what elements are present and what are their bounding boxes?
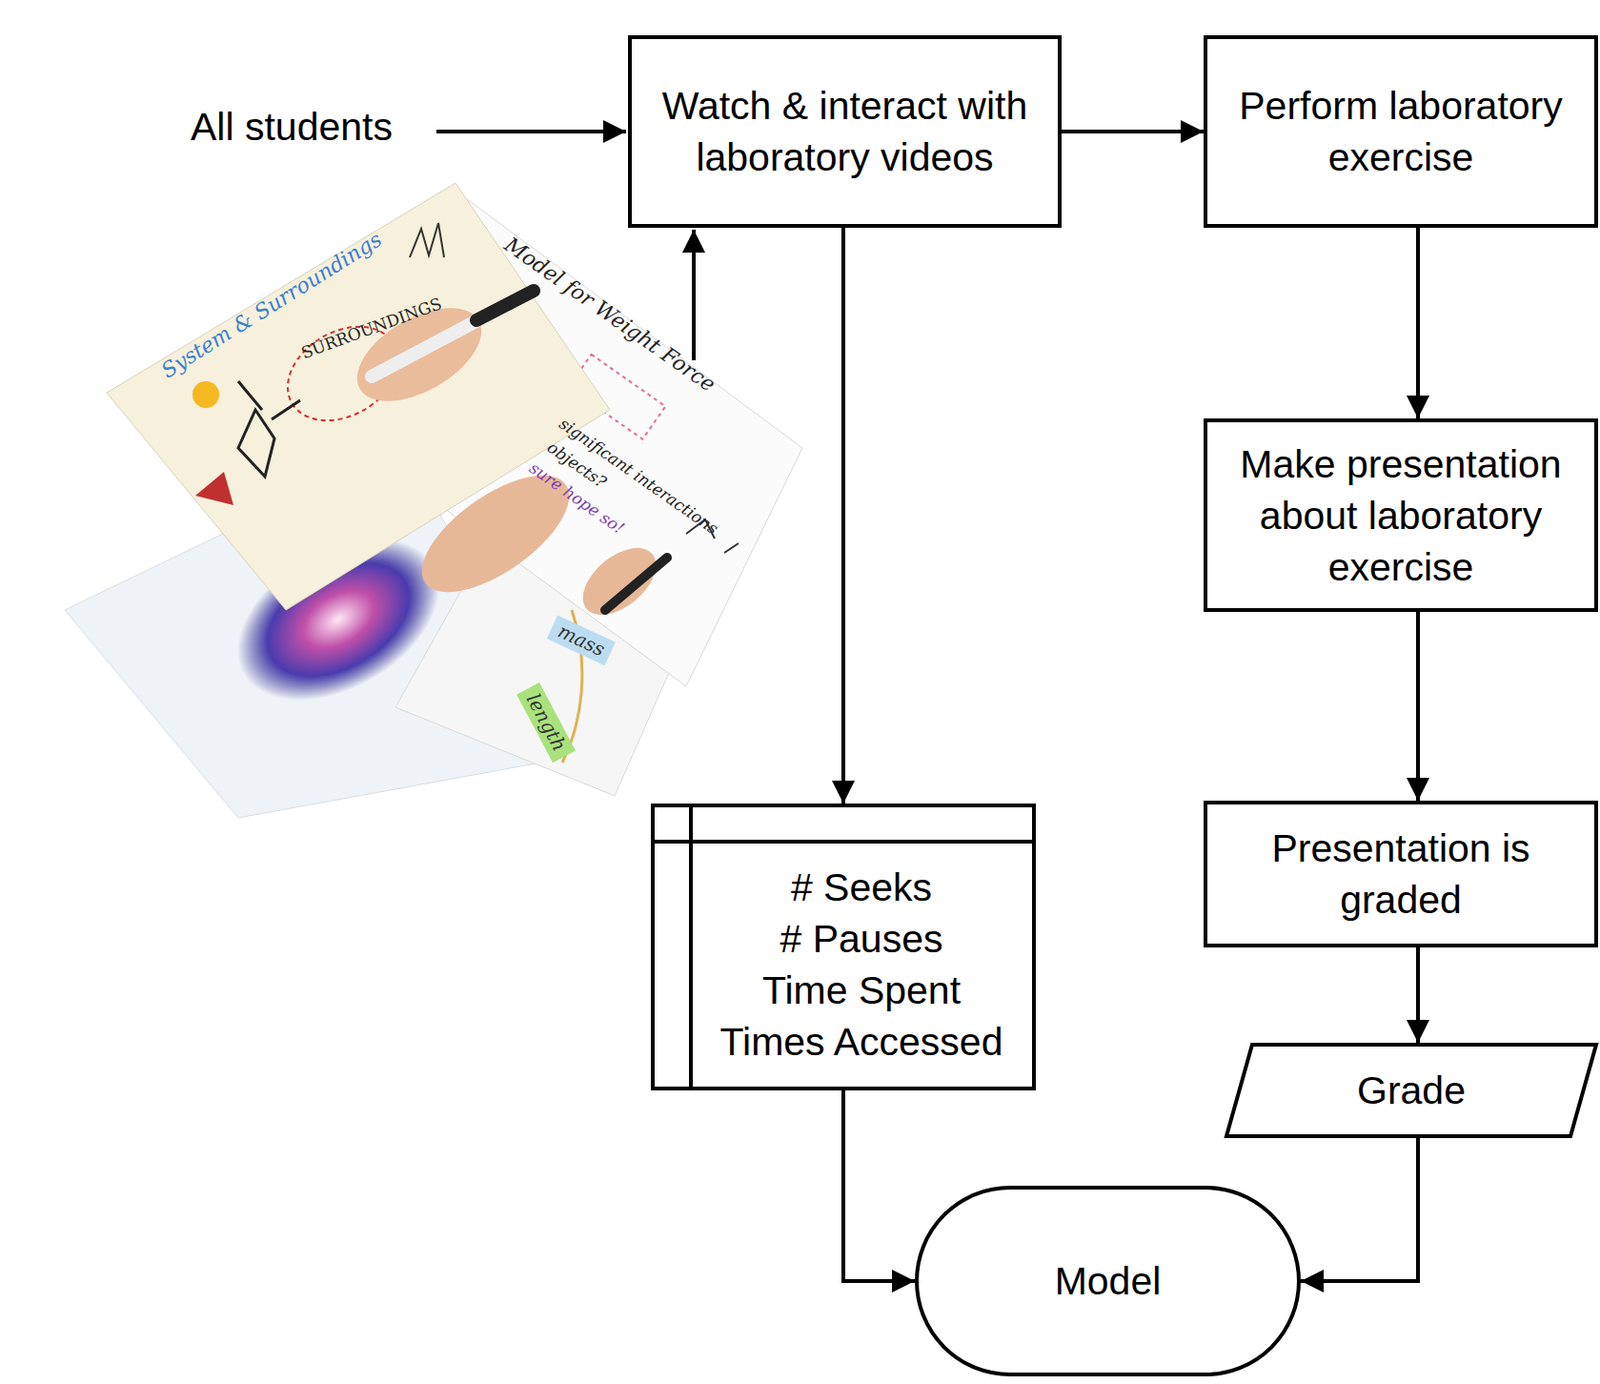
data-parallelogram: Grade: [1224, 1042, 1599, 1138]
node-text: Grade: [1356, 1064, 1466, 1116]
sticky-note: mass: [546, 615, 617, 667]
sticky-note: length: [516, 682, 576, 763]
sketch-text: System & Surroundings: [157, 226, 386, 383]
text-holder: Model: [914, 1185, 1301, 1377]
text-holder: Grade: [1224, 1042, 1599, 1138]
connector: [1416, 227, 1420, 419]
text-holder: Make presentation about laboratory exerc…: [1207, 422, 1595, 608]
text-holder: Presentation is graded: [1207, 804, 1595, 944]
node-text: Make presentation about laboratory exerc…: [1216, 438, 1585, 593]
process-box: Make presentation about laboratory exerc…: [1203, 418, 1599, 612]
connector: [841, 227, 846, 804]
storage-outline: [652, 805, 1034, 1089]
sketch-text: Model for Weight Force: [500, 232, 721, 397]
text-holder: # Seeks# PausesTime SpentTimes Accessed: [650, 803, 1036, 1091]
process-box: Perform laboratory exercise: [1203, 35, 1599, 228]
parallelogram-outline: [1226, 1044, 1597, 1136]
photo-collage: [64, 182, 803, 818]
node-text: Time Spent: [762, 964, 961, 1016]
sketch-text: SURROUNDINGS: [299, 294, 445, 363]
input-label: All students: [190, 104, 393, 150]
node-text: # Seeks: [790, 861, 932, 913]
connector: [1061, 129, 1204, 134]
node-text: Times Accessed: [720, 1015, 1004, 1068]
text-holder: Perform laboratory exercise: [1207, 39, 1595, 224]
storage-bar: [688, 805, 693, 1089]
connector: [1300, 1137, 1418, 1281]
process-box: Watch & interact with laboratory videos: [627, 35, 1062, 228]
node-text: # Pauses: [780, 912, 944, 965]
connector: [1416, 611, 1420, 801]
input-arrow: [691, 229, 696, 361]
node-text: Presentation is graded: [1216, 822, 1585, 926]
storage-box: # Seeks# PausesTime SpentTimes Accessed: [650, 803, 1036, 1091]
node-text: Watch & interact with laboratory videos: [641, 80, 1049, 183]
text-holder: Watch & interact with laboratory videos: [631, 39, 1058, 224]
connector: [843, 1090, 915, 1281]
input-arrow: [436, 129, 627, 134]
node-text: Model: [1054, 1255, 1162, 1307]
terminal-shape: Model: [914, 1185, 1301, 1377]
node-text: Perform laboratory exercise: [1216, 80, 1585, 183]
connector: [1416, 947, 1420, 1043]
storage-bar: [652, 839, 1034, 844]
terminal-outline: [916, 1187, 1299, 1375]
process-box: Presentation is graded: [1203, 800, 1599, 948]
